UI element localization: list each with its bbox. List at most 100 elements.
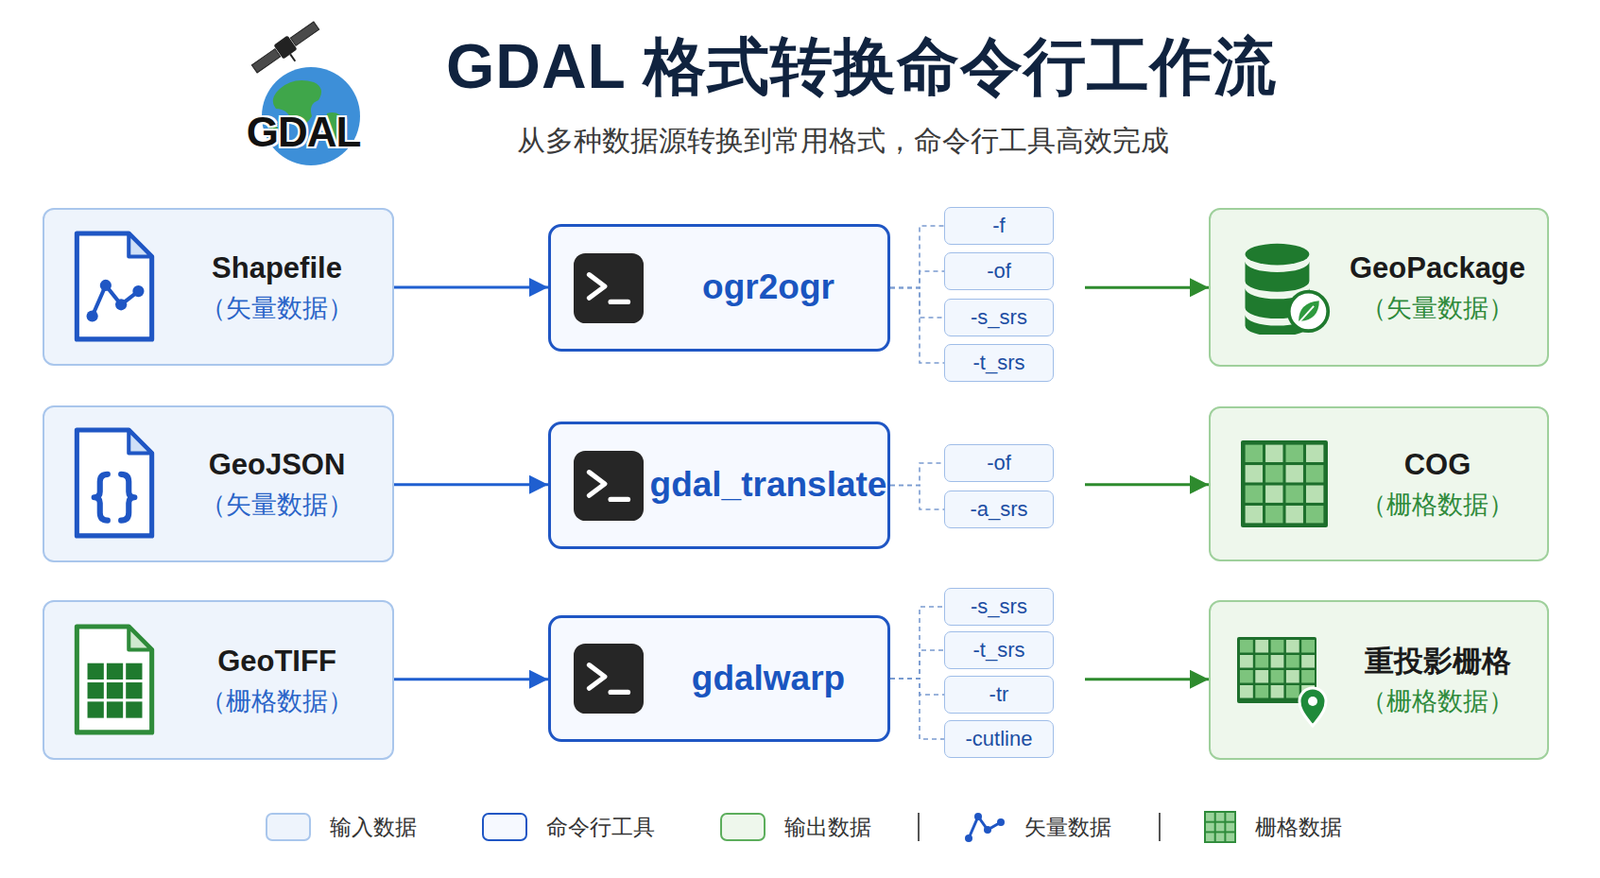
graphic-part	[1301, 670, 1315, 684]
node-icon	[1240, 440, 1328, 528]
node-title: -s_srs	[970, 305, 1028, 330]
graphic-part	[1271, 685, 1285, 699]
database-icon	[1237, 240, 1332, 335]
graphic-part	[125, 662, 142, 679]
flow-arrow	[394, 677, 549, 681]
graphic-part	[87, 682, 104, 699]
node-icon	[573, 643, 644, 714]
graphic-part	[1245, 445, 1263, 463]
graphic-part	[1271, 654, 1285, 669]
graphic-part	[1205, 812, 1215, 822]
node-title: ogr2ogr	[702, 266, 835, 309]
flow-arrow	[890, 286, 1209, 290]
graphic-part	[87, 662, 104, 679]
legend-text: 输入数据	[329, 812, 417, 843]
graphic-part	[1204, 810, 1237, 844]
graphic-part	[1289, 292, 1329, 332]
node-icon	[70, 426, 158, 542]
command-tool-box: ogr2ogr	[548, 223, 891, 352]
graphic-part	[1265, 485, 1283, 503]
output-data-box: 重投影栅格（栅格数据）	[1208, 600, 1549, 760]
command-tool-box: gdalwarp	[548, 615, 891, 742]
legend-text: 栅格数据	[1255, 812, 1342, 843]
diagram-title: GDAL 格式转换命令行工作流	[122, 34, 1600, 100]
node-icon	[1237, 240, 1332, 335]
terminal-icon	[573, 643, 644, 714]
output-data-box: GeoPackage（矢量数据）	[1208, 207, 1549, 367]
node-text-column: -t_srs	[945, 350, 1053, 376]
option-box: -f	[944, 206, 1054, 245]
graphic-part	[573, 450, 644, 521]
graphic-part	[76, 233, 152, 340]
graphic-part	[610, 298, 629, 304]
graphic-part	[573, 643, 644, 714]
node-subtitle: （栅格数据）	[1360, 686, 1514, 717]
option-leader	[890, 271, 945, 289]
graphic-part	[1265, 505, 1283, 523]
flow-arrow	[890, 482, 1209, 486]
node-title: Shapefile	[211, 250, 343, 286]
graphic-part	[1225, 823, 1235, 832]
graphic-part	[76, 430, 152, 536]
legend-separator	[1158, 812, 1161, 842]
option-box: -s_srs	[944, 298, 1054, 337]
node-icon	[1237, 633, 1332, 728]
node-text-column: -s_srs	[945, 305, 1053, 330]
legend-text: 矢量数据	[1024, 812, 1112, 843]
graphic-part	[128, 233, 152, 257]
legend-item: 输出数据	[720, 809, 872, 844]
graphic-part	[1306, 485, 1324, 503]
graphic-part	[588, 471, 604, 496]
node-text-column: -s_srs	[945, 594, 1053, 620]
graphic-part	[1239, 639, 1254, 654]
flow-arrow	[890, 677, 1209, 681]
graphic-part	[1205, 823, 1215, 832]
solar-panel	[290, 21, 319, 46]
node-text-column: ogr2ogr	[654, 266, 882, 309]
graphic-part	[106, 682, 123, 699]
graphic-part	[968, 816, 1001, 839]
option-leader	[890, 606, 945, 679]
legend-text: 命令行工具	[546, 812, 655, 843]
legend-separator	[917, 812, 920, 842]
node-title: -cutline	[965, 726, 1033, 752]
graphic-part	[983, 825, 992, 834]
graphic-part	[1307, 696, 1318, 706]
graphic-part	[610, 496, 629, 501]
option-box: -a_srs	[944, 490, 1054, 529]
graphic-part	[1286, 685, 1300, 699]
graphic-part	[106, 662, 123, 679]
node-title: -a_srs	[969, 497, 1028, 522]
node-title: -t_srs	[973, 637, 1026, 663]
solar-panel	[251, 49, 280, 73]
node-subtitle: （矢量数据）	[1360, 292, 1514, 324]
terminal-icon	[573, 253, 644, 324]
graphic-part	[86, 309, 99, 322]
node-text-column: GeoJSON（矢量数据）	[167, 447, 387, 521]
node-icon	[70, 229, 158, 345]
option-box: -of	[944, 252, 1054, 291]
node-text-column: gdalwarp	[654, 657, 882, 700]
graphic-part	[1301, 654, 1315, 669]
graphic-part	[1286, 654, 1300, 669]
node-text-column: GeoPackage（矢量数据）	[1333, 250, 1542, 325]
legend-swatch	[481, 812, 528, 842]
legend-item: 输入数据	[265, 809, 417, 844]
node-text-column: 重投影栅格（栅格数据）	[1333, 643, 1542, 718]
graphic-part	[106, 701, 123, 718]
graphic-part	[115, 298, 127, 310]
node-title: -s_srs	[970, 594, 1028, 620]
graphic-part	[125, 701, 142, 718]
graphic-part	[1205, 832, 1215, 842]
graphic-part	[1216, 812, 1225, 822]
input-data-box: GeoJSON（矢量数据）	[42, 405, 395, 563]
node-text-column: -cutline	[945, 726, 1053, 752]
node-title: GeoJSON	[208, 447, 346, 482]
option-box: -of	[944, 444, 1054, 482]
raster-grid-icon	[1240, 440, 1328, 528]
graphic-part	[573, 253, 644, 324]
graphic-part	[974, 812, 982, 821]
node-text-column: COG（栅格数据）	[1333, 447, 1542, 521]
